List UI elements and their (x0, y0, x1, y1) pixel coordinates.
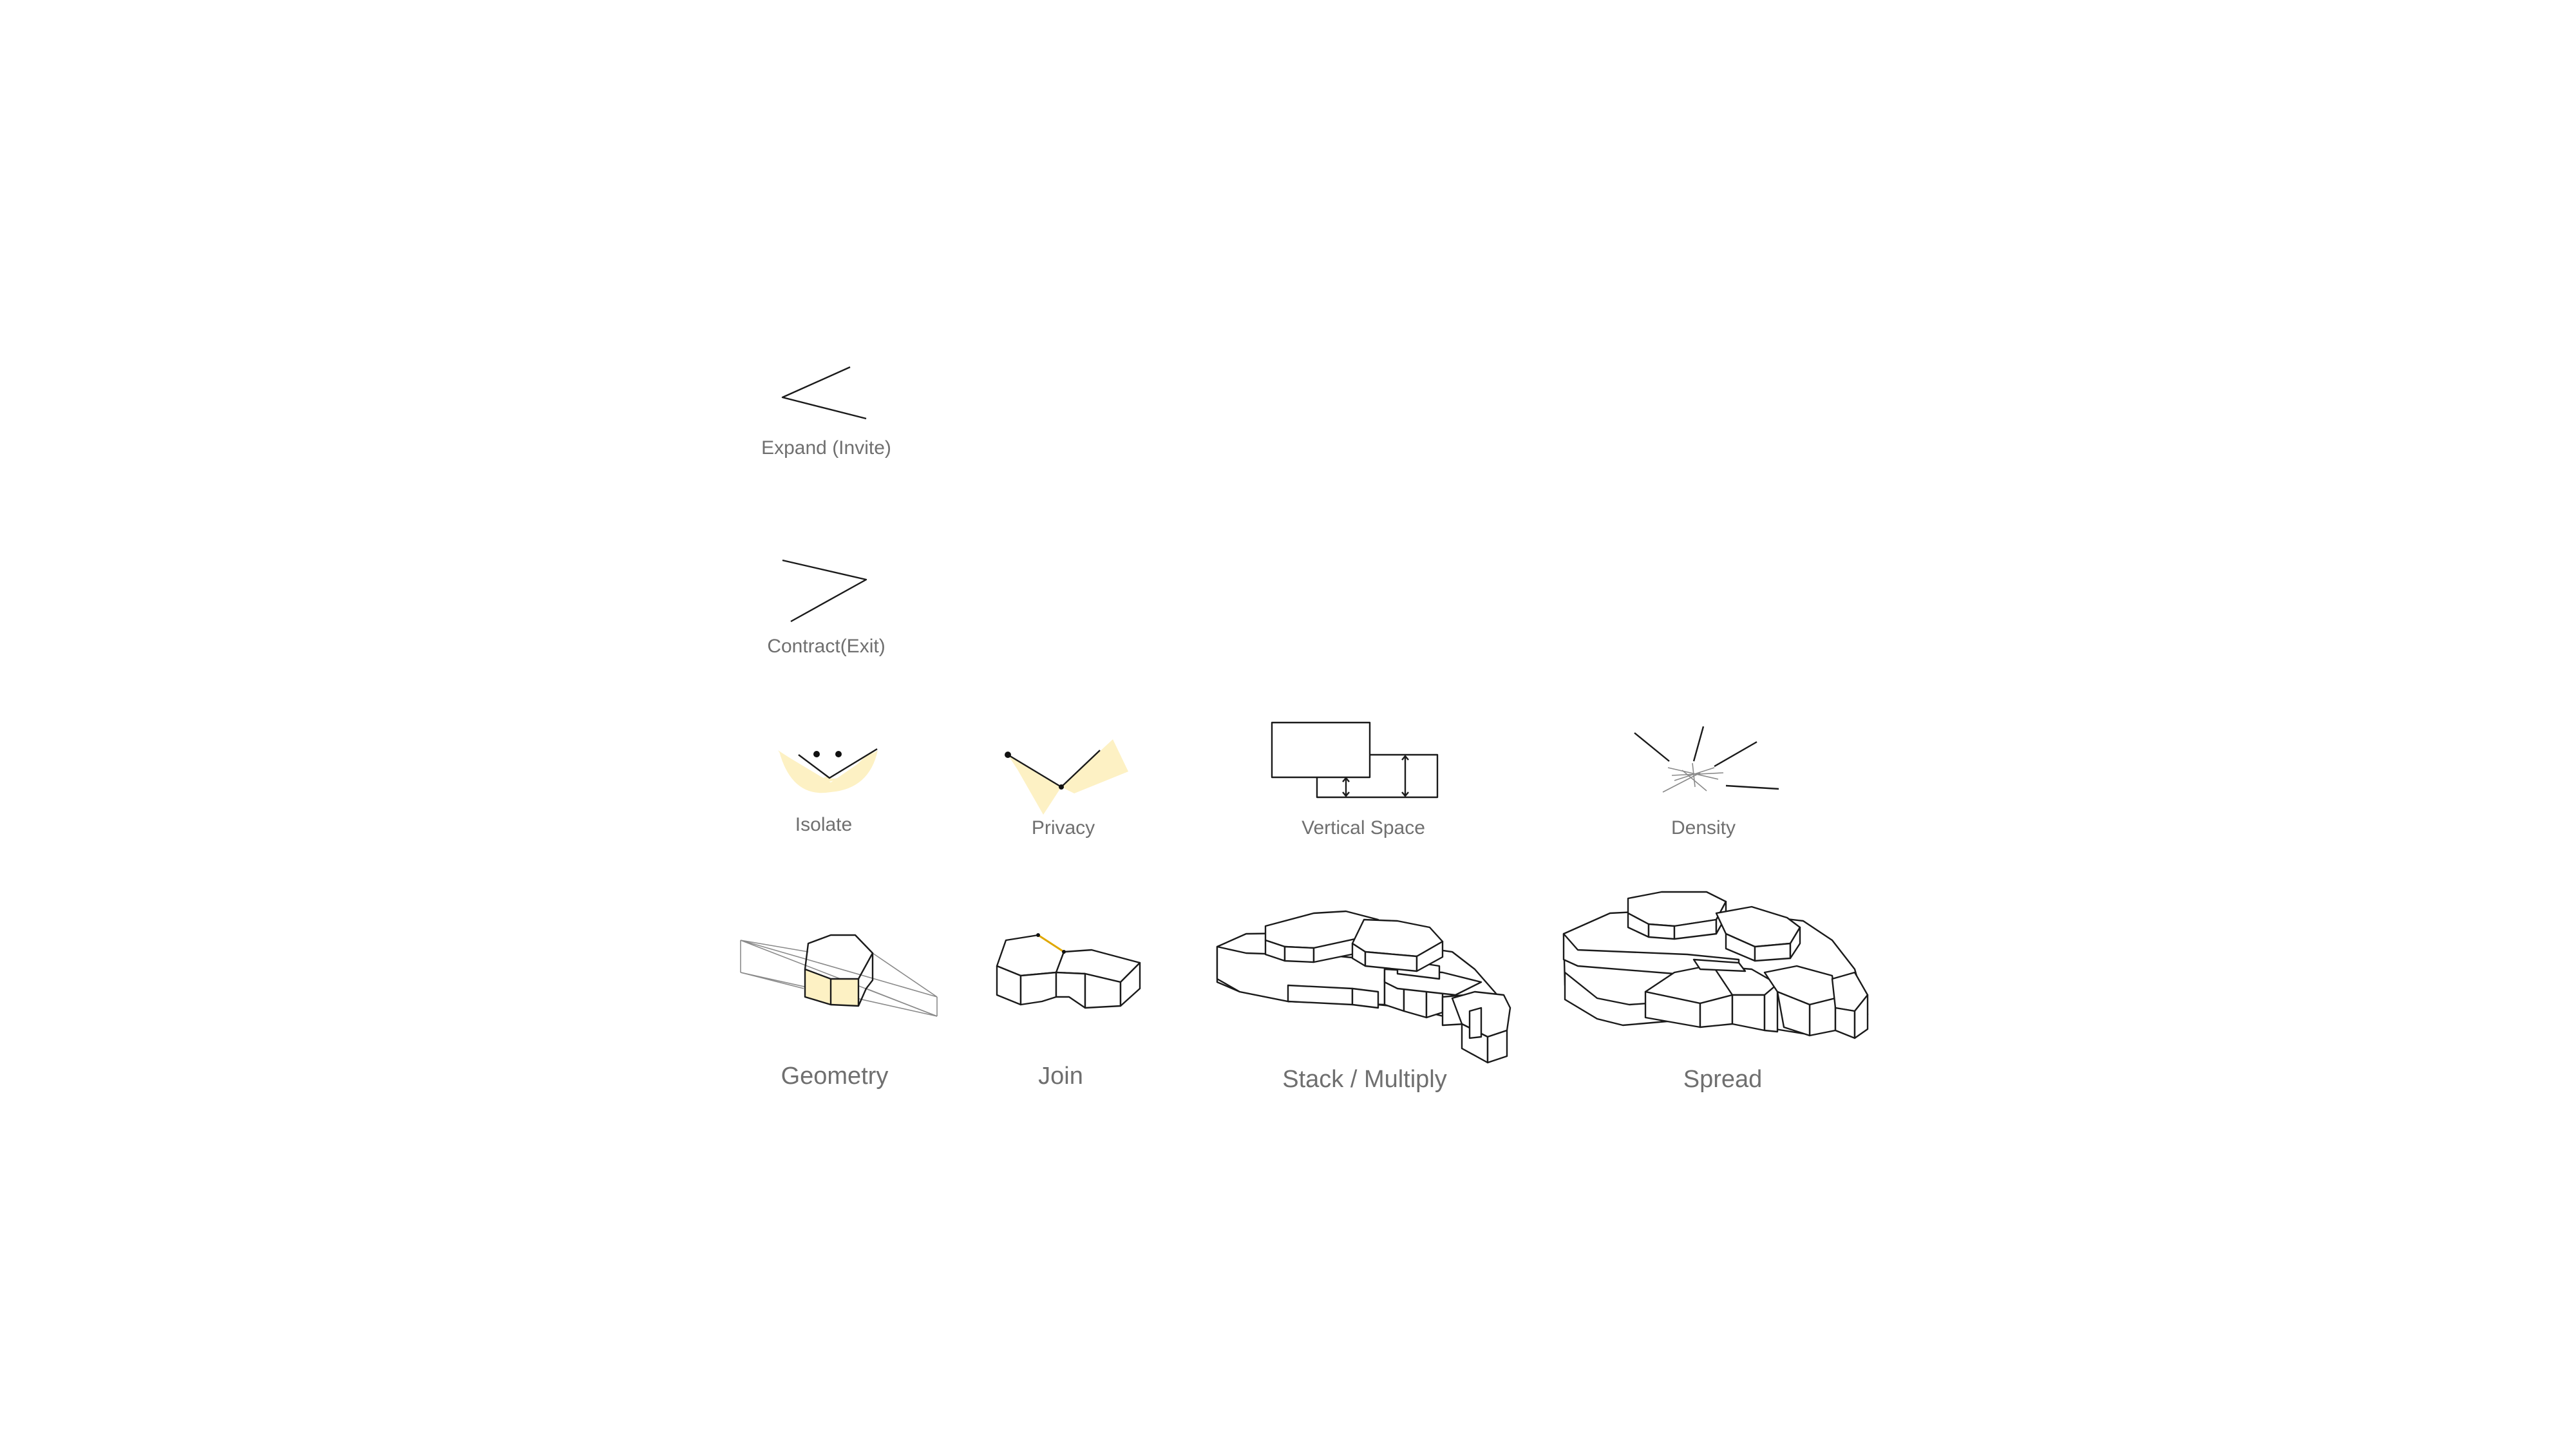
vertical-space-label: Vertical Space (1302, 817, 1425, 838)
density-label: Density (1671, 817, 1736, 838)
geometry-icon (740, 934, 938, 1017)
stack-multiply-label: Stack / Multiply (1282, 1066, 1447, 1093)
privacy-label: Privacy (1032, 817, 1095, 838)
contract-icon (782, 559, 867, 623)
privacy-icon (1005, 739, 1128, 815)
join-icon (996, 933, 1141, 1009)
join-label: Join (1038, 1063, 1083, 1090)
vertical-space-icon (1271, 721, 1439, 799)
isolate-label: Isolate (795, 814, 852, 835)
isolate-icon (778, 748, 878, 793)
spread-icon (1562, 891, 1869, 1039)
contract-label: Contract(Exit) (767, 636, 885, 657)
geometry-label: Geometry (781, 1063, 889, 1090)
stack-multiply-icon (1216, 910, 1511, 1064)
expand-label: Expand (Invite) (761, 437, 891, 459)
spread-label: Spread (1683, 1066, 1763, 1093)
expand-icon (781, 366, 867, 420)
density-icon (1634, 726, 1779, 793)
